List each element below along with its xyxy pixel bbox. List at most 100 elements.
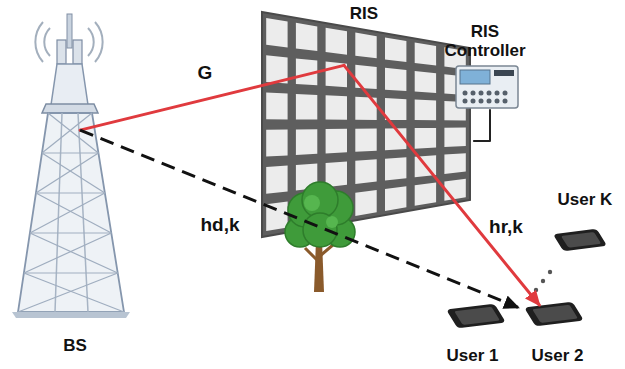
drawing-part (266, 166, 287, 194)
drawing-part (471, 99, 476, 104)
node-area: User K (548, 190, 622, 265)
drawing-part (487, 99, 492, 104)
drawing-part (24, 272, 118, 273)
drawing-part (503, 91, 508, 96)
controller-device (456, 66, 518, 108)
drawing-part (415, 128, 436, 149)
signal-link (474, 110, 490, 141)
drawing-part (460, 70, 490, 84)
drawing-part (355, 159, 376, 184)
node-label: RIS Controller (435, 22, 535, 60)
channel-label: G (196, 62, 215, 83)
drawing-part (494, 70, 514, 76)
drawing-part (30, 233, 118, 273)
drawing-part (385, 98, 406, 120)
drawing-part (296, 23, 317, 51)
drawing-part (51, 64, 88, 105)
drawing-part (303, 213, 337, 247)
node-area: RIS Controller (435, 22, 535, 110)
drawing-part (30, 232, 111, 233)
channel-label: hr,k (487, 216, 525, 237)
ellipsis-dots (534, 270, 552, 292)
drawing-part (326, 95, 347, 119)
base-station-tower (12, 14, 130, 318)
drawing-part (304, 195, 320, 211)
drawing-part (326, 216, 338, 228)
drawing-part (532, 305, 578, 323)
drawing-part (487, 91, 492, 96)
drawing-part (454, 307, 500, 325)
drawing-part (18, 273, 118, 312)
drawing-part (24, 233, 111, 273)
drawing-part (30, 193, 105, 233)
node-label: User 1 (438, 346, 507, 365)
drawing-part (415, 42, 436, 65)
drawing-part (456, 66, 518, 108)
drawing-part (266, 18, 287, 48)
drawing-part (355, 33, 376, 59)
drawing-part (541, 279, 545, 283)
drawing-part (55, 113, 62, 312)
channel-label: hd,k (198, 214, 241, 235)
drawing-part (415, 183, 436, 206)
drawing-part (326, 28, 347, 55)
drawing-part (503, 99, 508, 104)
drawing-part (385, 157, 406, 180)
drawing-part (385, 38, 406, 63)
drawing-part (326, 161, 347, 187)
ris-panel (262, 12, 470, 237)
drawing-part (355, 129, 376, 152)
phone-icon (446, 304, 506, 329)
drawing-part (314, 240, 324, 292)
drawing-part (385, 68, 406, 91)
drawing-part (36, 192, 105, 193)
drawing-part (262, 12, 470, 237)
drawing-part (36, 193, 111, 233)
node-area: BS (18, 8, 132, 355)
drawing-part (42, 153, 105, 193)
drawing-part (479, 91, 484, 96)
drawing-part (67, 14, 72, 48)
drawing-part (495, 91, 500, 96)
drawing-part (296, 129, 317, 155)
drawing-part (266, 130, 287, 157)
drawing-part (471, 91, 476, 96)
drawing-part (463, 91, 508, 104)
drawing-part (42, 152, 98, 153)
node-area: RIS (253, 4, 475, 240)
drawing-part (495, 99, 500, 104)
signal-link (344, 65, 539, 305)
drawing-part (415, 71, 436, 93)
node-label: User 2 (518, 346, 597, 365)
drawing-part (296, 94, 317, 120)
drawing-part (285, 182, 355, 247)
tree (285, 182, 355, 292)
node-label: User K (548, 190, 622, 209)
drawing-part (57, 40, 66, 64)
drawing-part (524, 302, 584, 327)
drawing-part (12, 312, 130, 318)
drawing-part (444, 179, 465, 201)
drawing-part (444, 128, 465, 148)
node-area: User 2 (518, 285, 597, 365)
drawing-part (266, 92, 287, 119)
drawing-part (42, 104, 98, 113)
drawing-part (548, 270, 552, 274)
signal-link (80, 130, 518, 307)
drawing-part (463, 99, 468, 104)
phone-icon (553, 229, 607, 251)
drawing-part (479, 99, 484, 104)
drawing-part (415, 100, 436, 121)
node-label: RIS (253, 4, 475, 23)
drawing-part (385, 186, 406, 211)
drawing-part (561, 232, 601, 248)
drawing-part (463, 91, 468, 96)
drawing-part (444, 153, 465, 174)
phone-icon (524, 302, 584, 327)
drawing-part (355, 190, 376, 216)
drawing-part (534, 288, 538, 292)
drawing-part (24, 273, 124, 312)
drawing-part (73, 40, 82, 64)
node-area: User 1 (438, 285, 507, 365)
